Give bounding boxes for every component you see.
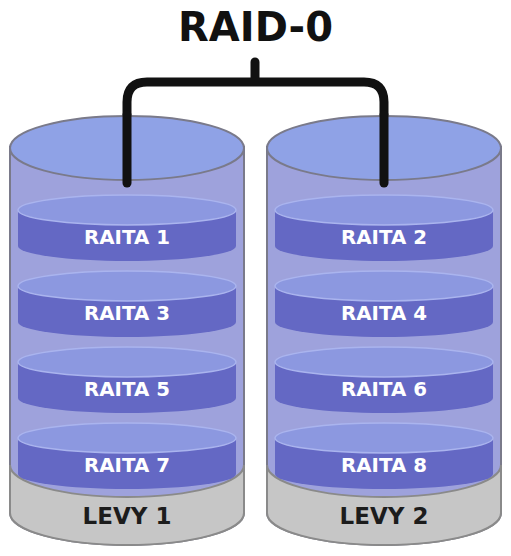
disk-cylinder: LEVY 2 RAITA 2 RAITA 4 RAITA 6 RAITA 8 bbox=[265, 115, 503, 547]
stripe-top bbox=[18, 195, 236, 225]
title: RAID-0 bbox=[0, 4, 511, 50]
bracket-line bbox=[123, 115, 132, 183]
stripe-top bbox=[18, 347, 236, 377]
stripe-top bbox=[275, 423, 493, 453]
stripe-label: RAITA 7 bbox=[18, 454, 236, 477]
stripe-top bbox=[18, 423, 236, 453]
stripe-band: RAITA 3 bbox=[18, 271, 236, 337]
stripe-band: RAITA 7 bbox=[18, 423, 236, 489]
bracket-line bbox=[380, 115, 389, 183]
stripe-band: RAITA 4 bbox=[275, 271, 493, 337]
stripe-band: RAITA 6 bbox=[275, 347, 493, 413]
stripe-band: RAITA 8 bbox=[275, 423, 493, 489]
stripe-label: RAITA 3 bbox=[18, 302, 236, 325]
stripe-label: RAITA 4 bbox=[275, 302, 493, 325]
stripe-label: RAITA 8 bbox=[275, 454, 493, 477]
cylinder-body bbox=[10, 147, 244, 545]
bracket-line bbox=[127, 62, 384, 122]
stripe-band: RAITA 5 bbox=[18, 347, 236, 413]
disk-label: LEVY 1 bbox=[8, 503, 246, 529]
disk-cylinder: LEVY 1 RAITA 1 RAITA 3 RAITA 5 RAITA 7 bbox=[8, 115, 246, 547]
stripe-top bbox=[275, 271, 493, 301]
stripe-label: RAITA 6 bbox=[275, 378, 493, 401]
stripe-top bbox=[18, 271, 236, 301]
cylinder-body bbox=[267, 147, 501, 545]
stripe-label: RAITA 2 bbox=[275, 226, 493, 249]
stripe-top bbox=[275, 195, 493, 225]
stripe-top bbox=[275, 347, 493, 377]
stripe-band: RAITA 2 bbox=[275, 195, 493, 261]
stripe-label: RAITA 1 bbox=[18, 226, 236, 249]
disk-label: LEVY 2 bbox=[265, 503, 503, 529]
stripe-label: RAITA 5 bbox=[18, 378, 236, 401]
stripe-band: RAITA 1 bbox=[18, 195, 236, 261]
